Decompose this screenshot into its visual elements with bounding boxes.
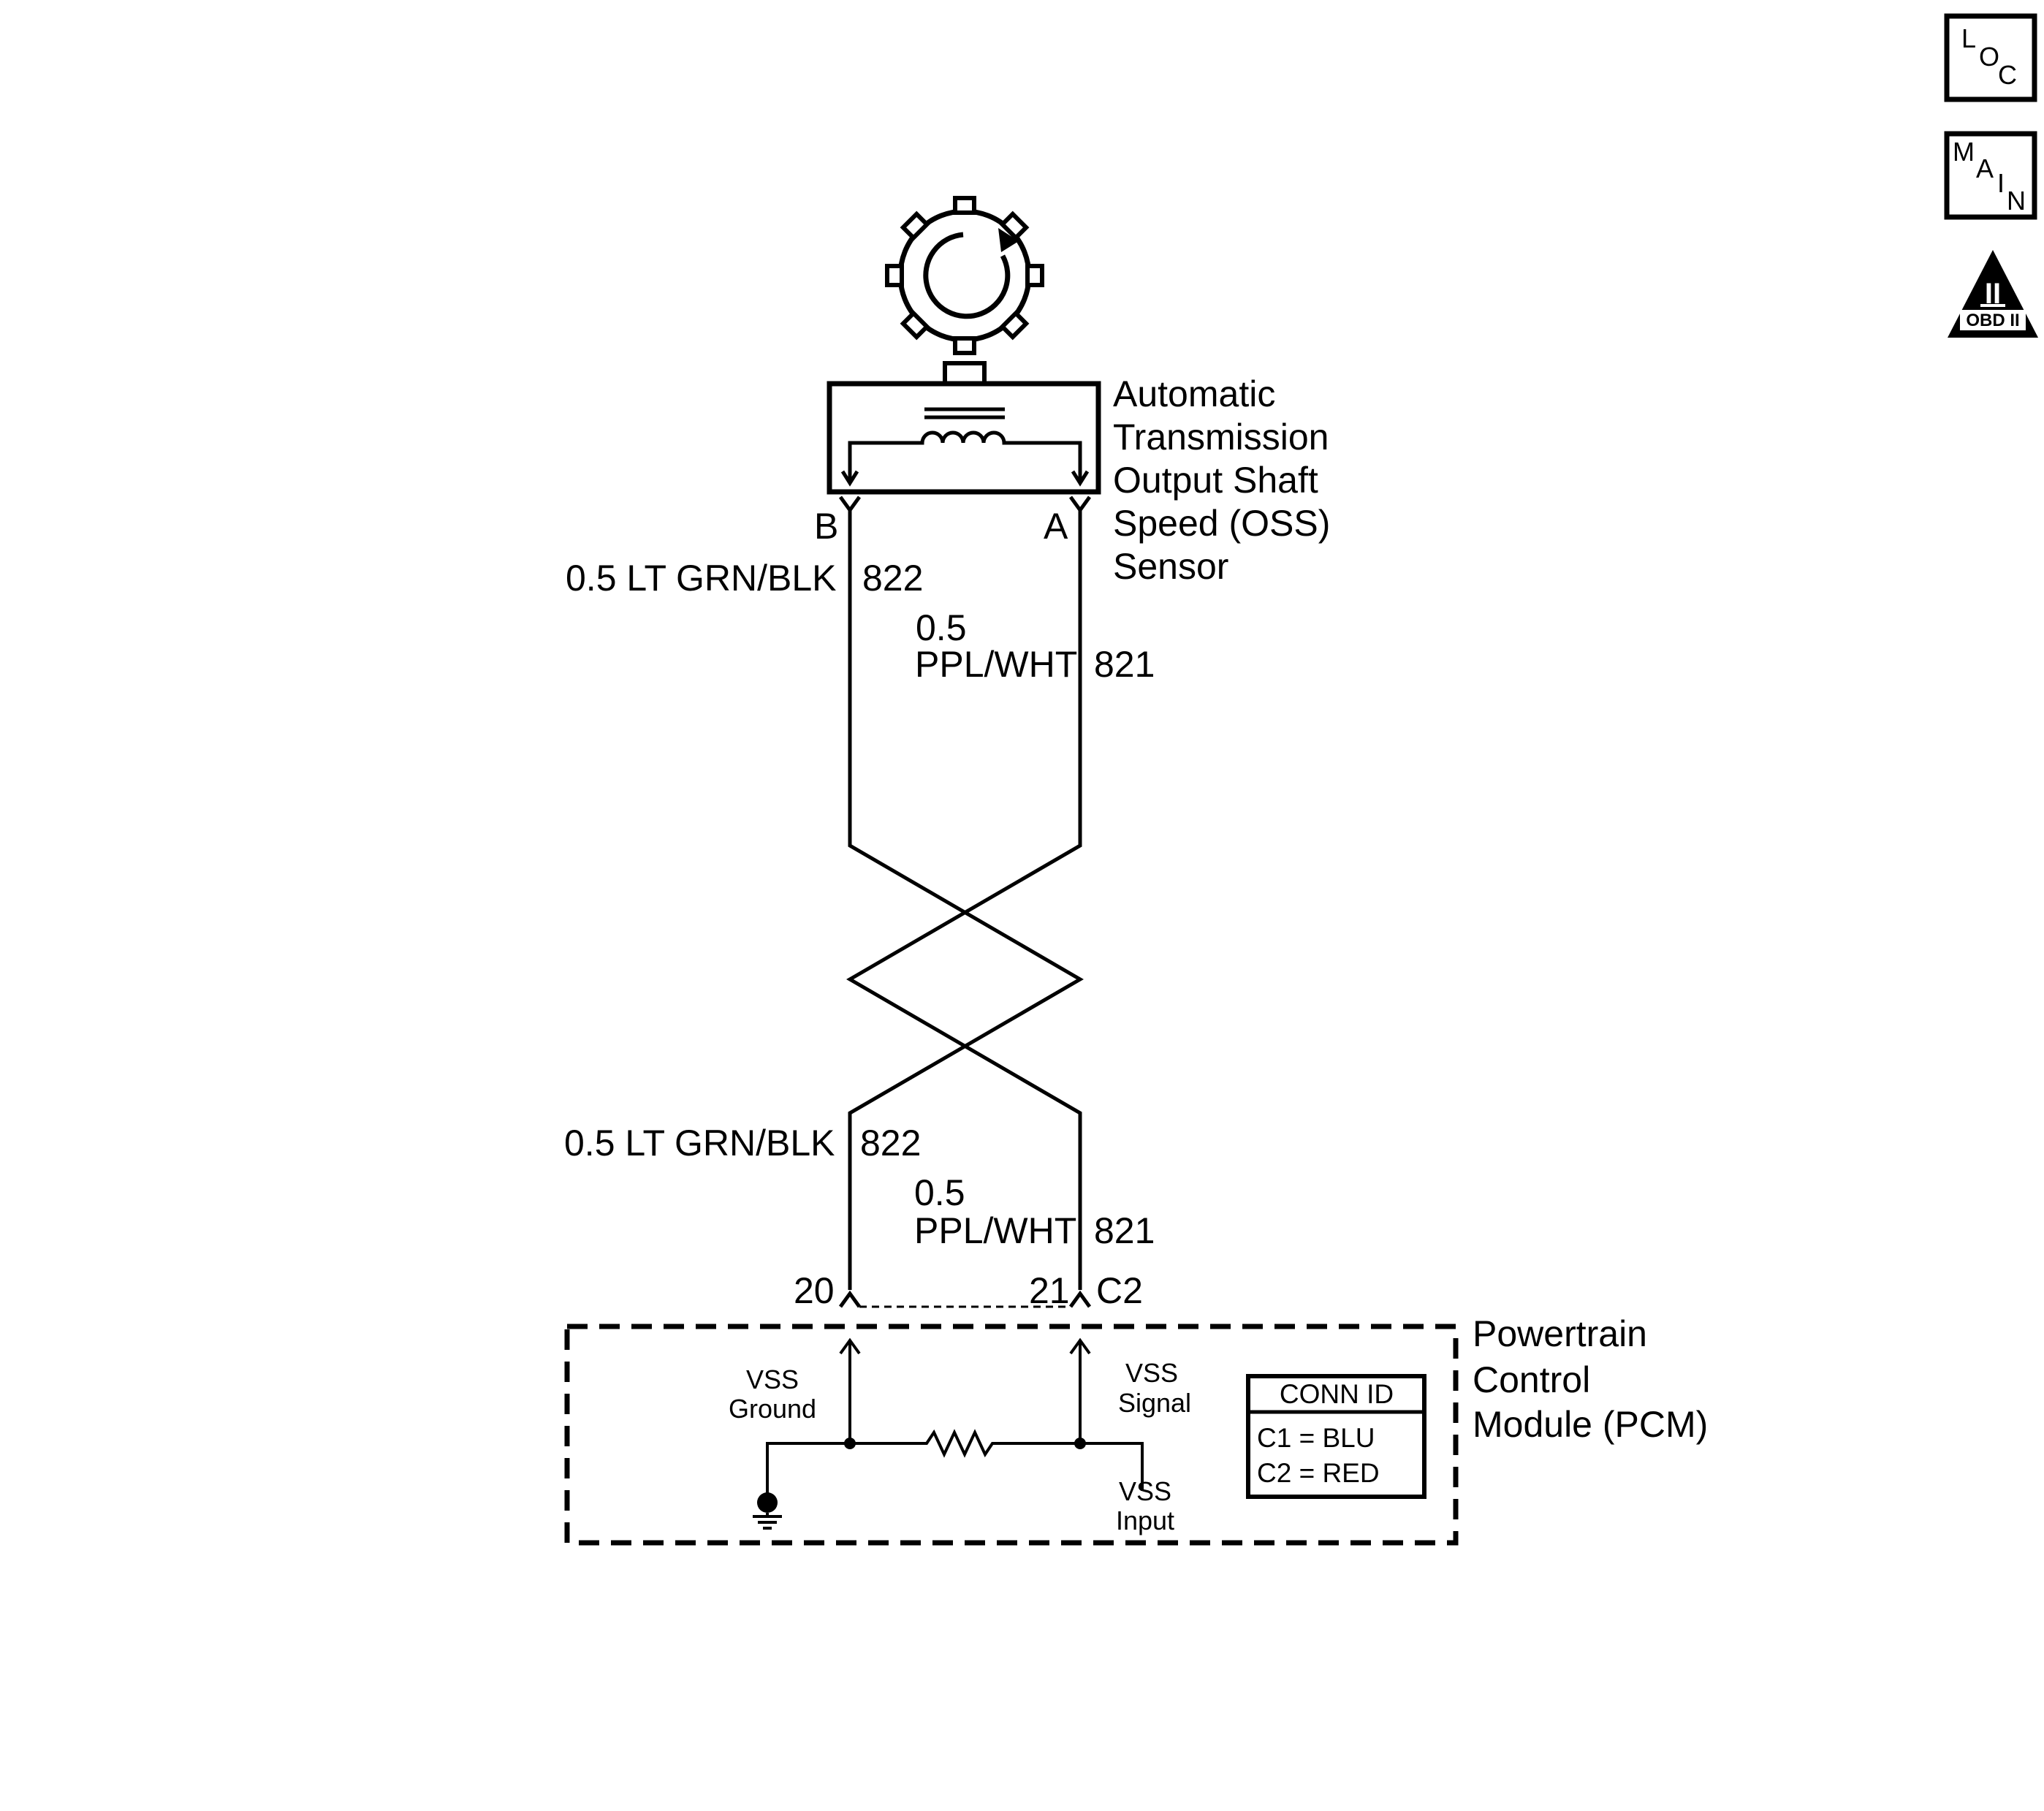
vss-input-label-line-1: VSS	[1119, 1476, 1171, 1506]
obd-ii-label: OBD II	[1966, 311, 2019, 330]
loc-letter-o: O	[1979, 42, 1999, 72]
sensor-name-line-2: Transmission	[1113, 417, 1329, 458]
sensor-coil-icon	[848, 430, 1082, 480]
pcm-module-boundary	[564, 1324, 1459, 1546]
conn-id-title: CONN ID	[1280, 1379, 1394, 1409]
sensor-name-line-1: Automatic	[1113, 373, 1275, 414]
sensor-pin-a-connector	[1068, 496, 1092, 514]
pcm-name-line-3: Module (PCM)	[1473, 1404, 1708, 1445]
rotation-arrow-icon	[923, 232, 1011, 319]
pcm-pin-20-label: 20	[794, 1270, 835, 1311]
vss-ground-label-line-1: VSS	[746, 1364, 799, 1394]
pcm-pin-21-label: 21	[1029, 1270, 1070, 1311]
upper-wire-822-label: 0.5 LT GRN/BLK	[566, 558, 837, 599]
conn-id-row-c2: C2 = RED	[1257, 1458, 1380, 1488]
sensor-pin-a-label: A	[1044, 506, 1068, 547]
upper-wire-821-color: PPL/WHT	[915, 644, 1077, 685]
sensor-name-line-3: Output Shaft	[1113, 460, 1318, 501]
oss-sensor	[827, 361, 1101, 495]
reluctor-tooth	[953, 196, 976, 215]
sensor-pin-b-connector	[838, 496, 862, 514]
reluctor-tooth	[900, 210, 930, 241]
lower-wire-821-gauge: 0.5	[914, 1172, 965, 1213]
upper-wire-821-gauge: 0.5	[916, 607, 967, 648]
sensor-name-line-4: Speed (OSS)	[1113, 503, 1330, 544]
ground-symbol-icon	[753, 1492, 782, 1530]
conn-id-table: CONN ID C1 = BLU C2 = RED	[1246, 1374, 1426, 1499]
vss-signal-label-line-1: VSS	[1125, 1358, 1178, 1388]
loc-button[interactable]: L O C	[1944, 13, 2037, 102]
main-letter-m: M	[1953, 137, 1975, 167]
vss-signal-label-line-2: Signal	[1118, 1388, 1191, 1418]
reluctor-tooth	[999, 310, 1030, 341]
lower-wire-822-label: 0.5 LT GRN/BLK	[564, 1123, 835, 1163]
sensor-name-line-5: Sensor	[1113, 546, 1228, 587]
reluctor-tooth	[953, 336, 976, 355]
loc-letter-l: L	[1961, 23, 1976, 53]
vss-ground-arrow-icon	[839, 1337, 861, 1355]
main-button[interactable]: M A I N	[1944, 131, 2037, 220]
loc-letter-c: C	[1998, 60, 2017, 90]
pcm-name-line-2: Control	[1473, 1359, 1590, 1400]
connector-c2-label: C2	[1096, 1270, 1143, 1311]
main-letter-i: I	[1997, 168, 2005, 198]
obd-numeral: II	[1985, 278, 2001, 310]
wire-821	[846, 510, 1082, 1290]
pcm-internal-circuit	[753, 1337, 1144, 1530]
pcm-name-line-1: Powertrain	[1473, 1313, 1647, 1354]
main-letter-n: N	[2007, 186, 2026, 216]
pcm-pin-20-connector	[838, 1290, 862, 1308]
lower-wire-821-color: PPL/WHT	[914, 1210, 1076, 1251]
lower-wire-822-circuit: 822	[860, 1123, 921, 1163]
upper-wire-821-circuit: 821	[1094, 644, 1155, 685]
conn-id-row-c1: C1 = BLU	[1257, 1423, 1375, 1453]
vss-input-label-line-2: Input	[1116, 1506, 1174, 1535]
main-letter-a: A	[1976, 153, 1994, 183]
vss-signal-arrow-icon	[1069, 1337, 1091, 1355]
resistor-icon	[850, 1429, 1080, 1458]
reluctor-tooth	[1025, 264, 1044, 287]
obd-ii-button[interactable]: II OBD II	[1948, 250, 2038, 338]
vss-ground-label-line-2: Ground	[729, 1394, 816, 1424]
reluctor-tooth	[999, 210, 1030, 241]
reluctor-tooth	[900, 310, 930, 341]
wire-822	[848, 510, 1084, 1290]
reluctor-teeth	[885, 196, 1044, 355]
pcm-pin-21-connector	[1068, 1290, 1092, 1308]
upper-wire-822-circuit: 822	[862, 558, 923, 599]
rotation-arrowhead-icon	[998, 228, 1019, 252]
sensor-pin-b-label: B	[814, 506, 838, 547]
reluctor-wheel-icon	[885, 196, 1044, 355]
lower-wire-821-circuit: 821	[1094, 1210, 1155, 1251]
reluctor-tooth	[885, 264, 904, 287]
